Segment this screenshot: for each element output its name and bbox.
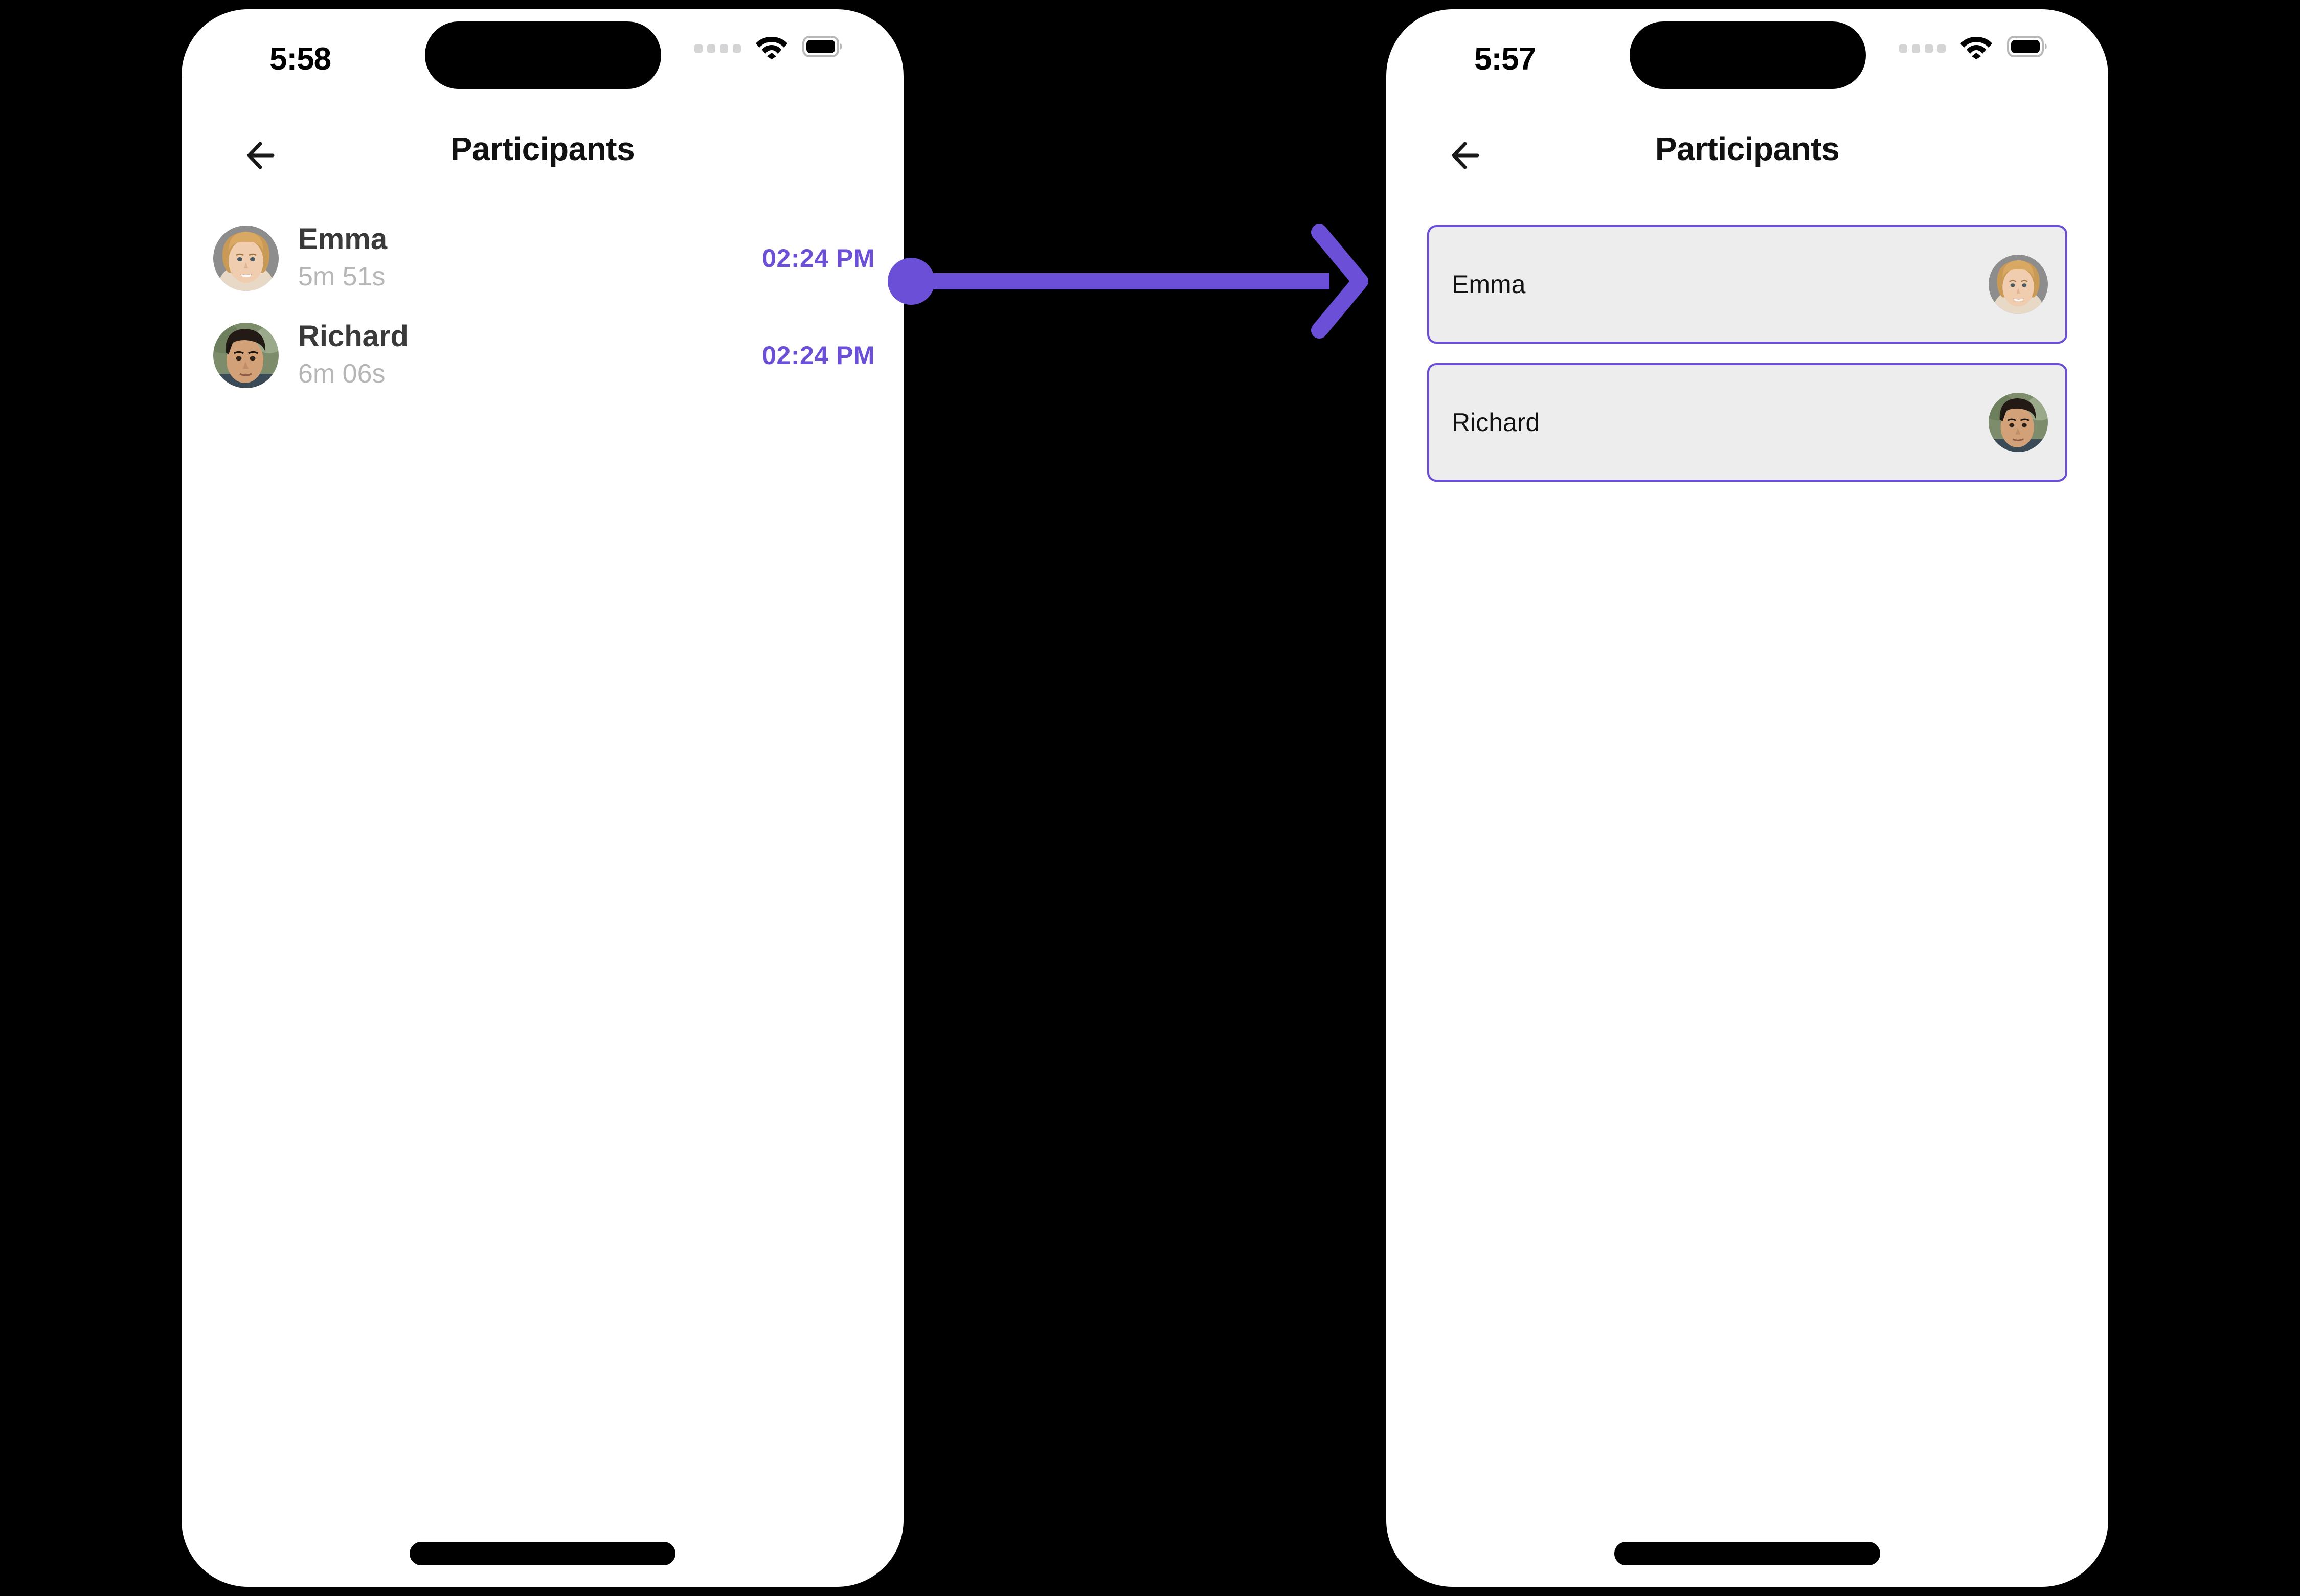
avatar xyxy=(213,226,279,291)
avatar xyxy=(1989,255,2048,314)
participant-cards: Emma Richard xyxy=(1386,225,2108,501)
status-bar-right: 5:57 xyxy=(1386,9,2108,111)
wifi-icon xyxy=(1959,34,1994,59)
dynamic-island xyxy=(1630,21,1866,89)
participants-list: Emma 5m 51s 02:24 PM xyxy=(182,210,904,404)
home-indicator[interactable] xyxy=(1614,1542,1880,1565)
page-title: Participants xyxy=(450,130,635,167)
home-indicator[interactable] xyxy=(410,1542,675,1565)
status-indicators xyxy=(694,34,843,59)
page-title: Participants xyxy=(1655,130,1840,167)
connector-arrowhead xyxy=(1311,224,1368,339)
wifi-icon xyxy=(754,34,789,59)
back-button[interactable] xyxy=(242,135,288,176)
avatar xyxy=(1989,393,2048,452)
participant-duration: 5m 51s xyxy=(298,262,386,292)
list-item-text: Richard 6m 06s xyxy=(298,319,762,392)
dynamic-island xyxy=(425,21,661,89)
list-item-text: Emma 5m 51s xyxy=(298,222,762,295)
avatar xyxy=(213,323,279,388)
status-time: 5:58 xyxy=(269,41,331,77)
signal-dots-icon xyxy=(694,44,741,53)
participant-duration: 6m 06s xyxy=(298,359,386,389)
participant-name: Emma xyxy=(298,222,388,256)
arrow-left-icon xyxy=(247,142,275,169)
status-time: 5:57 xyxy=(1474,41,1536,77)
back-button[interactable] xyxy=(1447,135,1493,176)
flow-connector-arrow xyxy=(888,224,1368,339)
participant-name: Richard xyxy=(1452,408,1540,437)
participant-time: 02:24 PM xyxy=(762,341,875,370)
participant-name: Emma xyxy=(1452,270,1526,299)
nav-bar-left: Participants xyxy=(182,126,904,187)
participant-card[interactable]: Emma xyxy=(1427,225,2067,344)
nav-bar-right: Participants xyxy=(1386,126,2108,187)
arrow-left-icon xyxy=(1452,142,1479,169)
battery-full-icon xyxy=(2007,36,2048,57)
phone-frame-left: 5:58 xyxy=(182,9,904,1587)
phone-frame-right: 5:57 xyxy=(1386,9,2108,1587)
participant-name: Richard xyxy=(298,319,409,353)
participant-time: 02:24 PM xyxy=(762,244,875,273)
status-bar-left: 5:58 xyxy=(182,9,904,111)
status-indicators xyxy=(1899,34,2048,59)
list-item[interactable]: Emma 5m 51s 02:24 PM xyxy=(182,210,904,307)
participant-card[interactable]: Richard xyxy=(1427,363,2067,482)
battery-full-icon xyxy=(802,36,843,57)
signal-dots-icon xyxy=(1899,44,1946,53)
list-item[interactable]: Richard 6m 06s 02:24 PM xyxy=(182,307,904,404)
